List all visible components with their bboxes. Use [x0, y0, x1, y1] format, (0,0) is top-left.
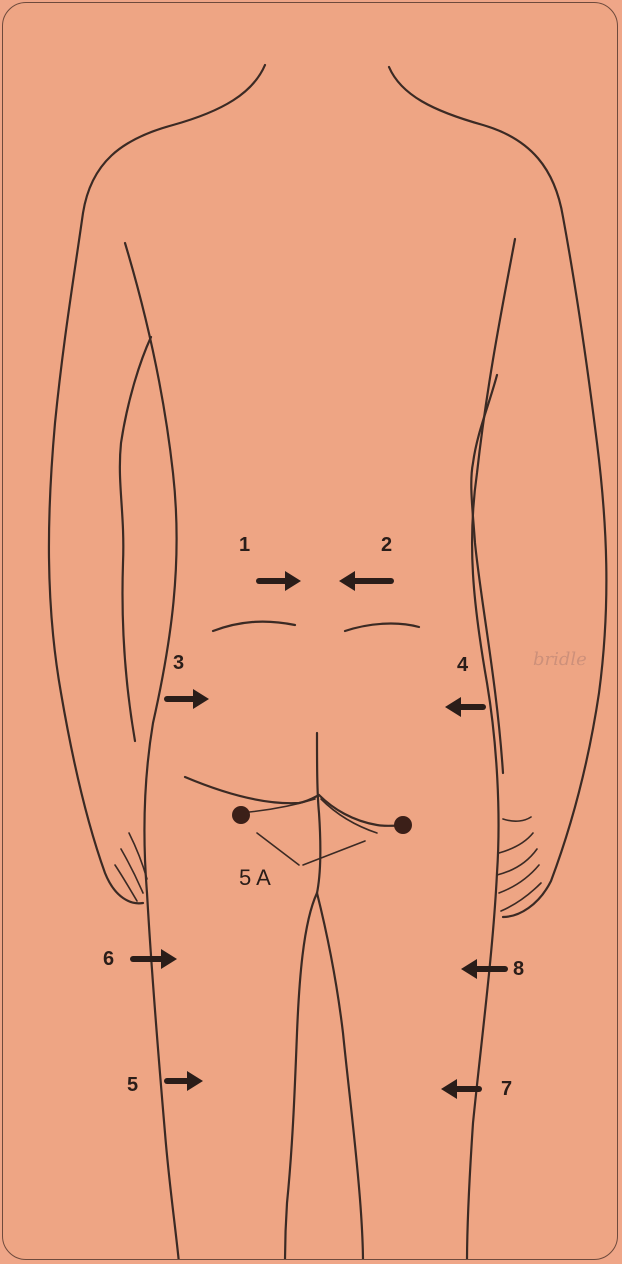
left-shoulder-arm-outer [49, 65, 265, 903]
point-5a-leader-right [303, 841, 365, 865]
point-2-arrow-head [339, 571, 355, 591]
left-torso-line [125, 243, 179, 1260]
right-arm-inner [471, 375, 503, 773]
point-4-arrow-head [445, 697, 461, 717]
margin-scribble: bridle [533, 649, 587, 670]
point-2: 2 [339, 534, 392, 591]
point-5-label: 5 [127, 1074, 138, 1096]
point-6: 6 [103, 948, 177, 970]
point-4: 4 [445, 654, 483, 717]
point-3-label: 3 [173, 652, 184, 674]
point-4-label: 4 [457, 654, 469, 676]
point-5-arrow-head [187, 1071, 203, 1091]
right-inner-leg [317, 893, 363, 1260]
point-2-label: 2 [381, 534, 392, 556]
left-inner-leg [285, 893, 317, 1260]
point-5a-leader-left [257, 833, 299, 865]
point-5a-dot-left [232, 806, 250, 824]
left-arm-inner [120, 337, 151, 741]
buttock-crease [185, 777, 319, 803]
right-finger-2 [499, 833, 533, 853]
right-finger-5 [501, 883, 541, 911]
point-3: 3 [167, 652, 209, 709]
point-7-arrow-head [441, 1079, 457, 1099]
point-8-arrow-head [461, 959, 477, 979]
point-5a-dot-right [394, 816, 412, 834]
point-6-label: 6 [103, 948, 114, 970]
point-1: 1 [239, 534, 301, 591]
body-back-view-diagram: 5 A 1 2 3 4 6 8 [3, 3, 618, 1260]
point-6-arrow-head [161, 949, 177, 969]
left-waist-curve [213, 622, 295, 631]
point-3-arrow-head [193, 689, 209, 709]
spine-line [317, 733, 320, 893]
point-1-arrow-head [285, 571, 301, 591]
point-7-label: 7 [501, 1078, 512, 1100]
left-finger-3 [115, 865, 137, 901]
right-finger-3 [497, 849, 537, 875]
right-finger-4 [499, 865, 539, 893]
buttock-crease-right [319, 795, 405, 826]
point-5: 5 [127, 1071, 203, 1096]
point-8-label: 8 [513, 958, 524, 980]
point-1-label: 1 [239, 534, 250, 556]
point-5a: 5 A [232, 806, 412, 890]
point-5a-label: 5 A [239, 865, 271, 890]
right-finger-1 [503, 817, 531, 821]
point-8: 8 [461, 958, 524, 980]
right-waist-curve [345, 624, 419, 631]
